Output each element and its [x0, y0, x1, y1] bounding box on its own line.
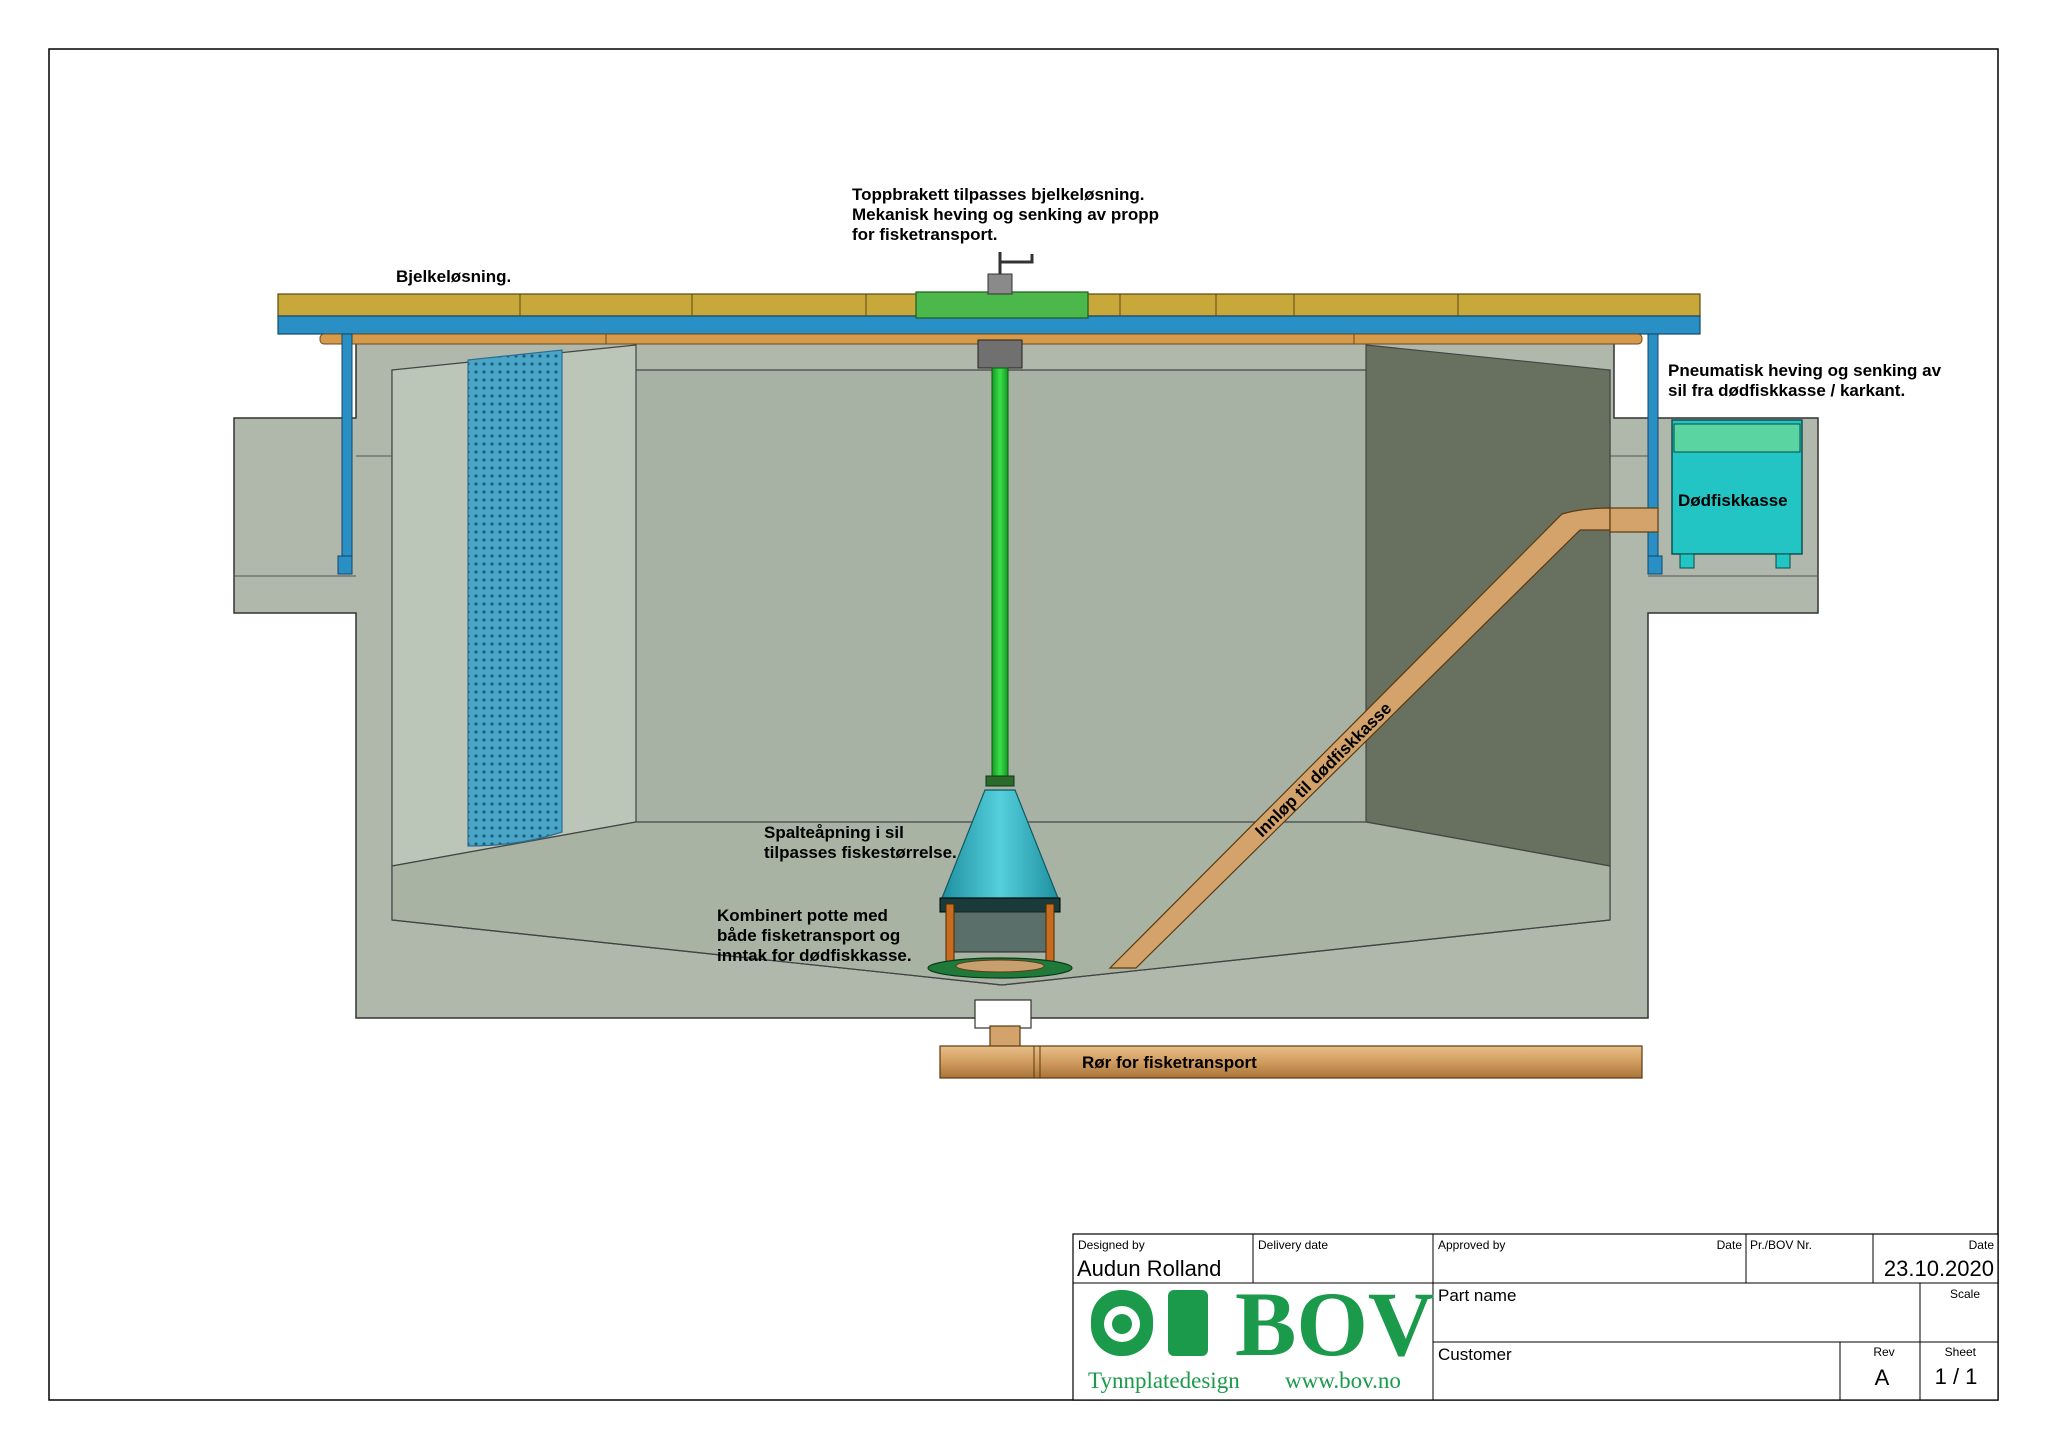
logo-tagline: Tynnplatedesign [1088, 1368, 1240, 1393]
label-transport-pipe: Rør for fisketransport [1082, 1053, 1257, 1072]
dead-fish-box [1671, 419, 1803, 569]
concrete-tank [233, 339, 1819, 1029]
annotation-pneumatic-line2: sil fra dødfiskkasse / karkant. [1668, 381, 1905, 400]
rev-value: A [1875, 1365, 1890, 1390]
delivery-date-label: Delivery date [1258, 1238, 1328, 1252]
combined-pot [927, 789, 1073, 979]
sheet-value: 1 / 1 [1935, 1364, 1978, 1389]
annotation-slot-opening-line2: tilpasses fiskestørrelse. [764, 843, 957, 862]
date-value: 23.10.2020 [1884, 1256, 1994, 1281]
annotation-top-bracket-line2: Mekanisk heving og senking av propp [852, 205, 1159, 224]
pr-bov-label: Pr./BOV Nr. [1750, 1238, 1812, 1252]
annotation-combined-pot-line3: inntak for dødfiskkasse. [717, 946, 912, 965]
annotation-combined-pot-line2: både fisketransport og [717, 926, 900, 945]
perforated-screen [467, 349, 563, 847]
approved-by-label: Approved by [1438, 1238, 1505, 1252]
designed-by-label: Designed by [1078, 1238, 1145, 1252]
sheet-label: Sheet [1945, 1345, 1977, 1359]
drawing-frame [48, 48, 1999, 1401]
inlet-pipe [1108, 507, 1659, 969]
approval-date-label: Date [1717, 1238, 1743, 1252]
lifting-rod [977, 339, 1023, 787]
top-bracket [915, 252, 1089, 319]
title-block: Designed by Audun Rolland Delivery date … [1072, 1233, 1999, 1401]
bov-logo: BOV Tynnplatedesign www.bov.no [1088, 1273, 1434, 1393]
designed-by-value: Audun Rolland [1077, 1256, 1221, 1281]
transport-pipe [939, 1025, 1643, 1079]
customer-label: Customer [1438, 1345, 1512, 1364]
label-dead-fish-box: Dødfiskkasse [1678, 491, 1788, 510]
annotation-pneumatic-line1: Pneumatisk heving og senking av [1668, 361, 1942, 380]
annotation-beam: Bjelkeløsning. [396, 267, 511, 286]
logo-website: www.bov.no [1285, 1368, 1401, 1393]
annotation-slot-opening-line1: Spalteåpning i sil [764, 823, 904, 842]
annotation-top-bracket-line1: Toppbrakett tilpasses bjelkeløsning. [852, 185, 1145, 204]
annotation-combined-pot-line1: Kombinert potte med [717, 906, 888, 925]
date-label: Date [1969, 1238, 1995, 1252]
rev-label: Rev [1873, 1345, 1894, 1359]
scale-label: Scale [1950, 1287, 1980, 1301]
logo-brand: BOV [1235, 1273, 1434, 1375]
part-name-label: Part name [1438, 1286, 1516, 1305]
annotation-top-bracket-line3: for fisketransport. [852, 225, 997, 244]
